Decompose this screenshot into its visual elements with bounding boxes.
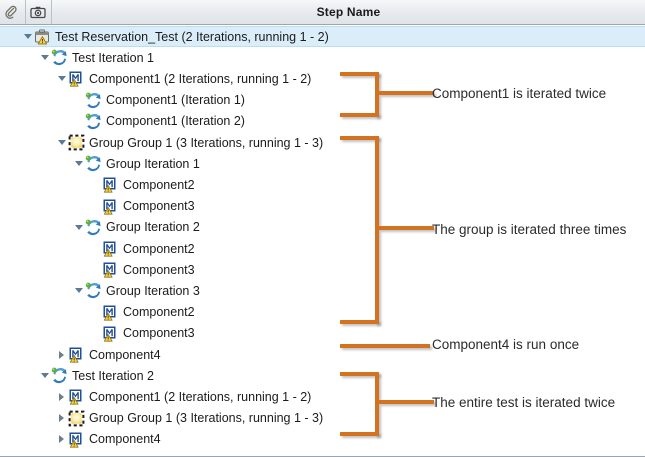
iteration-icon [85, 113, 102, 130]
tree-row[interactable]: Component2 [0, 238, 645, 259]
tree-row-label: Component1 (Iteration 2) [106, 114, 245, 129]
tree-row[interactable]: Group Iteration 3 [0, 280, 645, 301]
annotation-text: Component1 is iterated twice [432, 86, 607, 101]
component-warning-icon [102, 304, 119, 321]
tree-row[interactable]: Component2 [0, 174, 645, 195]
chevron-right-icon[interactable] [55, 429, 68, 450]
step-tree[interactable]: Test Reservation_Test (2 Iterations, run… [0, 25, 645, 456]
tree-row-label: Component4 [89, 347, 161, 362]
component-warning-icon [102, 261, 119, 278]
annotation-text: The group is iterated three times [432, 222, 627, 237]
iteration-icon [85, 155, 102, 172]
tree-row-label: Group Group 1 (3 Iterations, running 1 -… [89, 411, 324, 426]
snapshot-column-header[interactable] [26, 0, 52, 24]
tree-row[interactable]: Component3 [0, 323, 645, 344]
brace-pointer-segment [379, 90, 434, 95]
tree-row[interactable]: Test Reservation_Test (2 Iterations, run… [0, 26, 645, 47]
component-warning-icon [68, 388, 85, 406]
tree-row[interactable]: Component1 (Iteration 1) [0, 90, 645, 111]
iteration-icon [85, 92, 102, 109]
component-warning-icon [68, 70, 85, 88]
tree-row-label: Component1 (Iteration 1) [106, 93, 245, 108]
chevron-down-icon[interactable] [55, 68, 68, 89]
tree-row[interactable]: Test Iteration 1 [0, 47, 645, 68]
tree-row-label: Component3 [123, 326, 195, 341]
iteration-icon [85, 282, 102, 299]
tree-row-label: Test Reservation_Test (2 Iterations, run… [55, 29, 329, 44]
tree-header-bar: Step Name [0, 0, 645, 25]
tree-row-label: Group Group 1 (3 Iterations, running 1 -… [89, 135, 324, 150]
brace-vertical-segment [375, 72, 379, 117]
tree-row[interactable]: Component1 (2 Iterations, running 1 - 2) [0, 386, 645, 407]
chevron-right-icon[interactable] [55, 344, 68, 365]
brace-pointer-segment [379, 226, 434, 230]
tree-row[interactable]: Component2 [0, 302, 645, 323]
brace-top-segment [340, 372, 379, 376]
brace-bottom-segment [340, 432, 379, 436]
chevron-down-icon[interactable] [38, 365, 51, 386]
step-name-column-header[interactable]: Step Name [52, 0, 645, 24]
tree-row[interactable]: Group Group 1 (3 Iterations, running 1 -… [0, 408, 645, 429]
tree-row[interactable]: Component4 [0, 429, 645, 450]
annotation-text: Component4 is run once [432, 337, 580, 352]
annotation-text: The entire test is iterated twice [432, 395, 616, 410]
tree-row-label: Test Iteration 2 [72, 368, 154, 383]
tree-row[interactable]: Group Iteration 2 [0, 217, 645, 238]
tree-row[interactable]: Test Iteration 2 [0, 365, 645, 386]
tree-row[interactable]: Component1 (2 Iterations, running 1 - 2) [0, 68, 645, 89]
tree-row-label: Component2 [123, 177, 195, 192]
component-warning-icon [102, 176, 119, 194]
tree-row-label: Component3 [123, 262, 195, 277]
leader-line-segment [340, 344, 430, 348]
brace-bottom-segment [340, 320, 379, 324]
component-warning-icon [68, 346, 85, 363]
chevron-down-icon[interactable] [21, 26, 34, 47]
tree-row[interactable]: Component4 [0, 344, 645, 365]
component-warning-icon [102, 240, 119, 257]
chevron-right-icon[interactable] [55, 386, 68, 407]
chevron-right-icon[interactable] [55, 408, 68, 429]
tree-row-label: Group Iteration 1 [106, 156, 200, 171]
chevron-down-icon[interactable] [72, 217, 85, 238]
component-warning-icon [102, 198, 119, 215]
tree-row-label: Component3 [123, 199, 195, 214]
brace-vertical-segment [375, 136, 379, 324]
brace-top-segment [340, 72, 379, 76]
camera-icon [30, 5, 47, 19]
tree-row-label: Component2 [123, 305, 195, 320]
brace-bottom-segment [340, 113, 379, 117]
chevron-down-icon[interactable] [72, 280, 85, 301]
test-warning-icon [34, 28, 51, 45]
tree-row[interactable]: Group Iteration 1 [0, 153, 645, 174]
tree-row-label: Component4 [89, 432, 161, 447]
brace-vertical-segment [375, 372, 379, 436]
tree-row-label: Group Iteration 3 [106, 283, 200, 298]
iteration-icon [51, 367, 68, 384]
component-warning-icon [68, 431, 85, 448]
chevron-down-icon[interactable] [38, 47, 51, 68]
brace-top-segment [340, 136, 379, 140]
brace-pointer-segment [379, 400, 434, 404]
chevron-down-icon[interactable] [72, 153, 85, 174]
tree-row-label: Component1 (2 Iterations, running 1 - 2) [89, 389, 312, 404]
tree-row[interactable]: Component3 [0, 196, 645, 217]
iteration-icon [51, 49, 68, 66]
attachment-column-header[interactable] [0, 0, 26, 24]
chevron-down-icon[interactable] [55, 132, 68, 153]
tree-row-label: Component2 [123, 241, 195, 256]
tree-row[interactable]: Component3 [0, 259, 645, 280]
paperclip-icon [4, 5, 21, 19]
tree-row-label: Test Iteration 1 [72, 50, 154, 65]
component-warning-icon [102, 325, 119, 342]
group-icon [68, 134, 85, 151]
tree-row-label: Component1 (2 Iterations, running 1 - 2) [89, 71, 312, 86]
iteration-icon [85, 219, 102, 236]
group-icon [68, 410, 85, 427]
tree-row[interactable]: Group Group 1 (3 Iterations, running 1 -… [0, 132, 645, 153]
tree-row-label: Group Iteration 2 [106, 220, 200, 235]
tree-row[interactable]: Component1 (Iteration 2) [0, 111, 645, 132]
